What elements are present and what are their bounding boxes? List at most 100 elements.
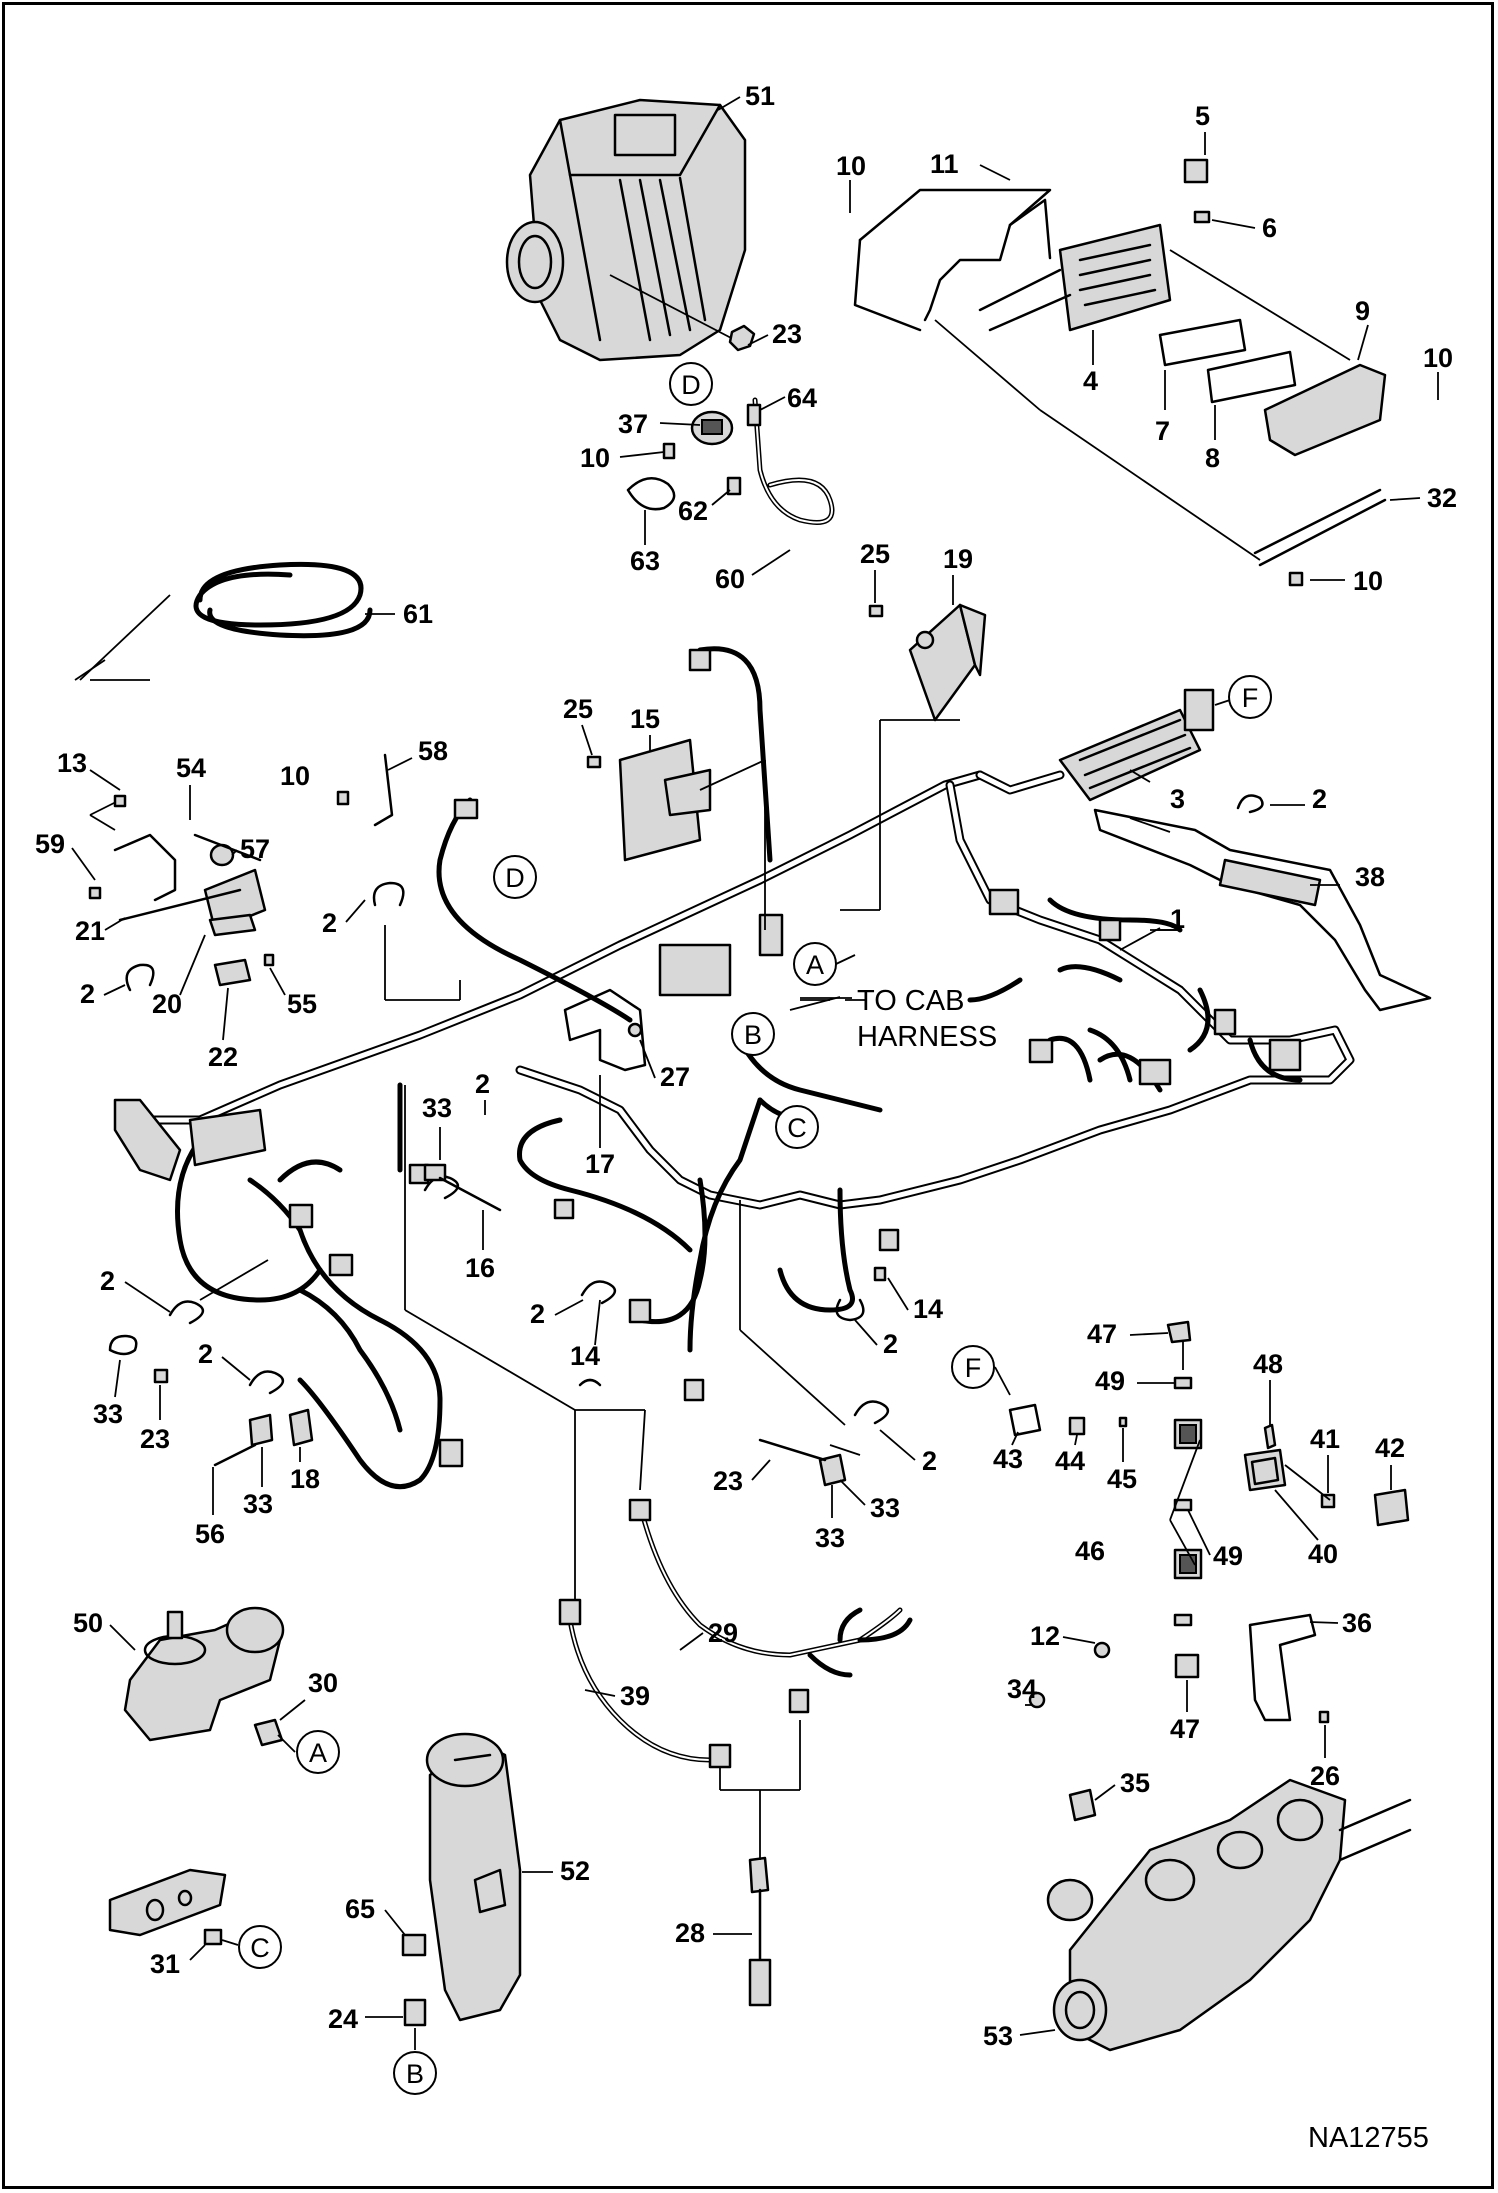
label-10c: 10 — [1353, 566, 1383, 596]
part-62-fitting — [726, 476, 742, 496]
label-21: 21 — [75, 916, 105, 946]
label-63: 63 — [630, 546, 660, 576]
harness-note: TO CAB HARNESS — [857, 985, 997, 1053]
label-10e: 10 — [280, 761, 310, 791]
part-10-bolt-37 — [662, 442, 676, 460]
label-64: 64 — [787, 383, 817, 413]
label-14b: 14 — [913, 1294, 943, 1324]
part-28-sender — [719, 1720, 801, 2007]
part-32-strap — [934, 249, 1387, 567]
part-29-harness — [628, 1498, 913, 1714]
part-5-relay — [1183, 158, 1209, 184]
part-4-fuse-block — [978, 223, 1172, 332]
label-4: 4 — [1083, 366, 1098, 396]
label-38: 38 — [1355, 862, 1385, 892]
part-8-label — [1206, 350, 1297, 404]
label-13: 13 — [57, 748, 87, 778]
label-5: 5 — [1195, 101, 1210, 131]
label-58: 58 — [418, 736, 448, 766]
label-8: 8 — [1205, 443, 1220, 473]
parts-lower-left-clamps — [108, 1163, 502, 1467]
svg-text:A: A — [806, 950, 824, 980]
svg-text:F: F — [965, 1353, 982, 1383]
label-40: 40 — [1308, 1539, 1338, 1569]
part-63-clamp — [626, 477, 676, 511]
label-47a: 47 — [1087, 1319, 1117, 1349]
label-61: 61 — [403, 599, 433, 629]
label-54: 54 — [176, 753, 206, 783]
label-65: 65 — [345, 1894, 375, 1924]
label-47b: 47 — [1170, 1714, 1200, 1744]
label-20: 20 — [152, 989, 182, 1019]
label-31: 31 — [150, 1949, 180, 1979]
label-9: 9 — [1355, 296, 1370, 326]
part-39-harness — [558, 1598, 732, 1769]
note-to-cab: TO CAB — [857, 985, 964, 1017]
label-30: 30 — [308, 1668, 338, 1698]
label-2h: 2 — [883, 1329, 898, 1359]
label-23b: 23 — [140, 1424, 170, 1454]
svg-text:B: B — [744, 1020, 762, 1050]
label-23c: 23 — [713, 1466, 743, 1496]
label-23a: 23 — [772, 319, 802, 349]
label-25a: 25 — [860, 539, 890, 569]
label-2f: 2 — [198, 1339, 213, 1369]
label-14a: 14 — [570, 1341, 600, 1371]
label-33c: 33 — [243, 1489, 273, 1519]
label-33a: 33 — [422, 1093, 452, 1123]
part-labels: 51 5 10 11 6 9 10 4 7 8 32 10 23 37 64 1… — [35, 81, 1457, 2051]
label-2g: 2 — [530, 1299, 545, 1329]
part-61-conduit-coil — [193, 561, 373, 639]
label-43: 43 — [993, 1444, 1023, 1474]
part-31-block — [108, 1868, 227, 1946]
label-59: 59 — [35, 829, 65, 859]
svg-text:C: C — [250, 1933, 270, 1963]
label-56: 56 — [195, 1519, 225, 1549]
label-29: 29 — [708, 1618, 738, 1648]
label-52: 52 — [560, 1856, 590, 1886]
label-57: 57 — [240, 834, 270, 864]
label-42: 42 — [1375, 1433, 1405, 1463]
leaders-main — [74, 594, 1340, 1600]
part-50-pump — [123, 1606, 285, 1747]
part-58-bracket — [336, 753, 405, 907]
part-52-filter — [401, 1732, 522, 2027]
svg-text:B: B — [406, 2059, 424, 2089]
label-50: 50 — [73, 1608, 103, 1638]
part-51-air-cleaner — [505, 98, 747, 362]
label-12: 12 — [1030, 1621, 1060, 1651]
letter-callouts: D F D A B C F A C B — [238, 362, 1272, 2095]
label-27: 27 — [660, 1062, 690, 1092]
part-15-controller — [618, 738, 712, 862]
callout-b-filter: B — [393, 2051, 437, 2095]
part-2-clamp-38 — [1236, 794, 1264, 814]
label-51: 51 — [745, 81, 775, 111]
label-3: 3 — [1170, 784, 1185, 814]
callout-a-mid: A — [793, 942, 837, 986]
callout-b-mid: B — [731, 1012, 775, 1056]
label-55: 55 — [287, 989, 317, 1019]
label-48: 48 — [1253, 1349, 1283, 1379]
label-6: 6 — [1262, 213, 1277, 243]
label-41: 41 — [1310, 1424, 1340, 1454]
label-22: 22 — [208, 1042, 238, 1072]
label-10b: 10 — [1423, 343, 1453, 373]
label-33b: 33 — [93, 1399, 123, 1429]
svg-text:D: D — [681, 370, 701, 400]
callout-d-top: D — [669, 362, 713, 406]
callout-d-mid: D — [493, 855, 537, 899]
part-6-fuse — [1193, 210, 1211, 224]
label-2b: 2 — [322, 908, 337, 938]
part-3-fuse-panel — [1058, 688, 1215, 802]
label-18: 18 — [290, 1464, 320, 1494]
part-17-bracket — [563, 988, 647, 1072]
label-2a: 2 — [1312, 784, 1327, 814]
label-16: 16 — [465, 1253, 495, 1283]
label-10a: 10 — [836, 151, 866, 181]
part-38-bracket — [1093, 808, 1432, 1012]
label-7: 7 — [1155, 416, 1170, 446]
label-53: 53 — [983, 2021, 1013, 2051]
label-35: 35 — [1120, 1768, 1150, 1798]
label-17: 17 — [585, 1149, 615, 1179]
